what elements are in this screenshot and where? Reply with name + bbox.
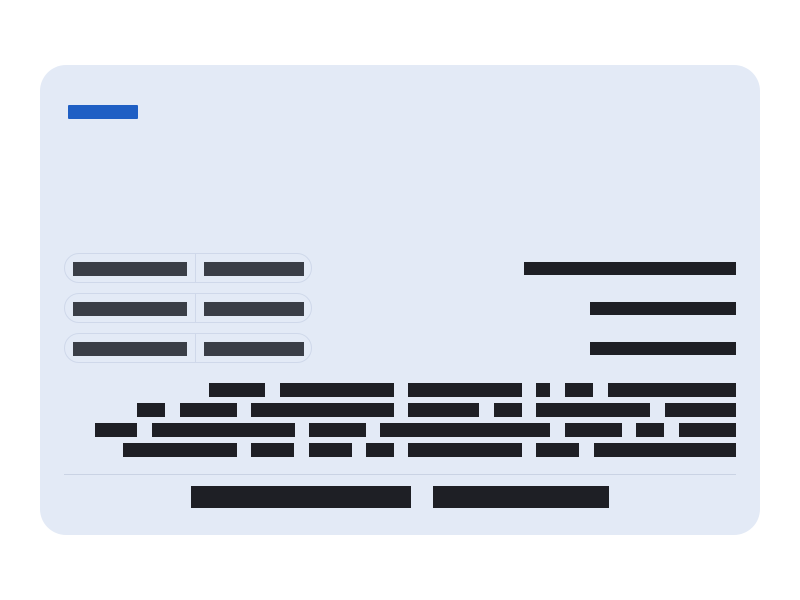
brand-logo <box>68 105 138 119</box>
option-pill-3-right-label <box>204 342 205 343</box>
detail-value-3 <box>590 342 736 355</box>
option-pill-2-left[interactable] <box>73 302 187 316</box>
option-pill-2-right[interactable] <box>204 302 304 316</box>
option-pill-1-left[interactable] <box>73 262 187 276</box>
brand-label <box>68 105 69 106</box>
option-pill-1-left-label <box>73 262 74 263</box>
body-line-3 <box>40 423 736 437</box>
primary-action-button[interactable] <box>191 486 411 508</box>
detail-value-1 <box>524 262 736 275</box>
option-pill-1-right[interactable] <box>204 262 304 276</box>
option-pill-1-right-label <box>204 262 205 263</box>
detail-value-3-text <box>590 342 591 343</box>
pill-divider <box>195 294 196 322</box>
primary-action-label <box>301 497 302 498</box>
footer-divider <box>64 474 736 475</box>
body-line-4 <box>40 443 736 457</box>
detail-value-1-text <box>524 262 525 263</box>
body-line-2 <box>40 403 736 417</box>
body-line-1 <box>40 383 736 397</box>
secondary-action-label <box>521 497 522 498</box>
body-paragraph-text <box>40 65 41 66</box>
option-pill-2-left-label <box>73 302 74 303</box>
option-pill-2-right-label <box>204 302 205 303</box>
option-pill-3[interactable] <box>64 333 312 363</box>
option-pill-1[interactable] <box>64 253 312 283</box>
detail-value-2 <box>590 302 736 315</box>
option-pill-2[interactable] <box>64 293 312 323</box>
option-pill-3-left[interactable] <box>73 342 187 356</box>
secondary-action-button[interactable] <box>433 486 609 508</box>
option-pill-3-right[interactable] <box>204 342 304 356</box>
option-pill-3-left-label <box>73 342 74 343</box>
pill-divider <box>195 334 196 362</box>
pill-divider <box>195 254 196 282</box>
content-card <box>40 65 760 535</box>
detail-value-2-text <box>590 302 591 303</box>
